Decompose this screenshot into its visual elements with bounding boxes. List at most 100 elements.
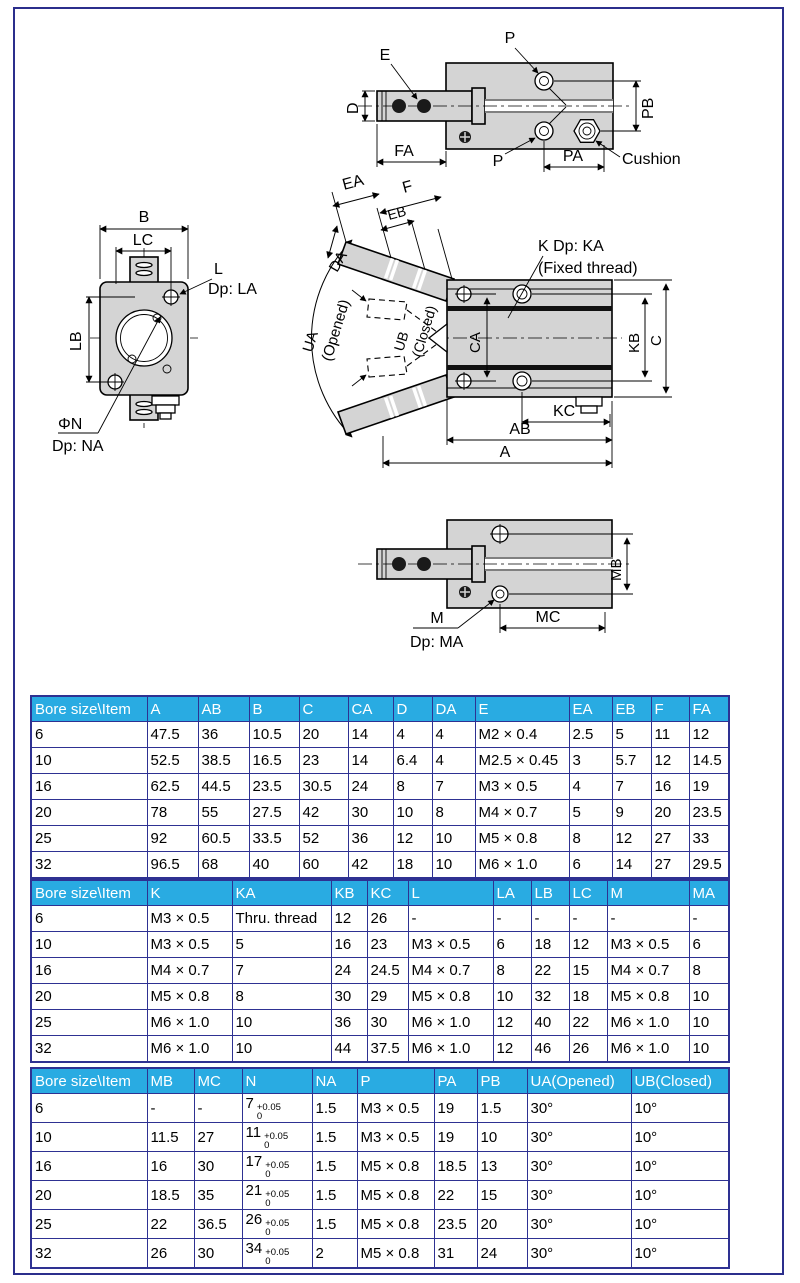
- dimension-cell: 22: [146, 1209, 195, 1239]
- dimension-cell: 42: [298, 799, 349, 826]
- column-header: Bore size\Item: [30, 1067, 148, 1094]
- page-border: [13, 7, 784, 1275]
- dimension-cell: 8: [492, 957, 532, 984]
- dimension-cell: 10°: [630, 1093, 730, 1123]
- column-header: NA: [311, 1067, 358, 1094]
- dimension-cell: M5 × 0.8: [146, 983, 233, 1010]
- dimension-cell: 30°: [526, 1151, 632, 1181]
- dimension-cell: -: [146, 1093, 195, 1123]
- dimension-cell: 30°: [526, 1209, 632, 1239]
- label-E: E: [380, 47, 391, 64]
- open-view: EA F EB DA UA (Opened) UB (Closed) CA K …: [300, 172, 672, 468]
- column-header: L: [407, 879, 494, 906]
- label-B: B: [139, 209, 150, 226]
- open-angle-arc: [311, 239, 353, 438]
- label-UB: UB: [391, 330, 412, 353]
- dimension-cell: 18: [568, 983, 608, 1010]
- label-LB: LB: [68, 331, 85, 351]
- closed-jaw-outline: [366, 355, 408, 378]
- dimension-cell: 10°: [630, 1238, 730, 1269]
- label-Dp-LA: Dp: LA: [208, 281, 257, 298]
- dimension-cell: 30: [193, 1151, 243, 1181]
- column-header: LB: [530, 879, 570, 906]
- dimension-cell: 4: [431, 721, 476, 748]
- dimension-cell: 29: [366, 983, 409, 1010]
- side-view-top: E P P D PB FA PA Cushion: [345, 30, 681, 172]
- dimension-cell: 30°: [526, 1093, 632, 1123]
- dimension-cell: 5.7: [611, 747, 652, 774]
- dimension-cell: 1.5: [311, 1180, 358, 1210]
- dimension-cell: 10°: [630, 1180, 730, 1210]
- dimension-cell: 12: [492, 1009, 532, 1036]
- dimension-cell: 11: [650, 721, 690, 748]
- dimension-cell: 36: [347, 825, 394, 852]
- label-KB: KB: [626, 333, 643, 353]
- label-C: C: [648, 335, 665, 346]
- label-A: A: [500, 444, 511, 461]
- dimension-cell: 23.5: [433, 1209, 478, 1239]
- row-header-bore-size: 32: [30, 1238, 148, 1269]
- port-top: [534, 71, 554, 91]
- dimension-cell: 18: [392, 851, 433, 879]
- column-header: EB: [611, 695, 652, 722]
- dimension-cell: 19: [688, 773, 730, 800]
- dimension-cell: 13: [476, 1151, 528, 1181]
- label-EB: EB: [386, 203, 408, 223]
- dimension-cell: 68: [197, 851, 250, 879]
- dimension-cell: M5 × 0.8: [356, 1209, 435, 1239]
- label-phiN: ΦN: [58, 416, 82, 433]
- dimension-cell: 4: [568, 773, 613, 800]
- row-header-bore-size: 16: [30, 1151, 148, 1181]
- column-header: Bore size\Item: [30, 879, 148, 906]
- label-MB: MB: [608, 559, 625, 582]
- dimension-cell: M3 × 0.5: [356, 1093, 435, 1123]
- dimension-cell: 37.5: [366, 1035, 409, 1063]
- dimension-cell: 16: [650, 773, 690, 800]
- dimension-cell: 7: [231, 957, 332, 984]
- dimension-cell: 26: [568, 1035, 608, 1063]
- label-fixed-thread: (Fixed thread): [538, 260, 638, 277]
- dimension-cell: -: [688, 905, 730, 932]
- dimension-cell: 16.5: [248, 747, 300, 774]
- dimension-cell: 30°: [526, 1180, 632, 1210]
- column-header: B: [248, 695, 300, 722]
- dimension-cell: 92: [146, 825, 199, 852]
- dimension-cell: 96.5: [146, 851, 199, 879]
- dimension-cell: 14: [347, 721, 394, 748]
- dimension-cell: 60.5: [197, 825, 250, 852]
- dimension-cell: 15: [568, 957, 608, 984]
- column-header: PB: [476, 1067, 528, 1094]
- dimension-cell: 24: [347, 773, 394, 800]
- dimension-cell: M5 × 0.8: [356, 1151, 435, 1181]
- dimension-cell: M4 × 0.7: [474, 799, 570, 826]
- rod-hole: [417, 99, 431, 113]
- dimension-cell: 20: [650, 799, 690, 826]
- dimension-cell: 23.5: [688, 799, 730, 826]
- label-AB: AB: [509, 421, 530, 438]
- dimension-cell: 8: [688, 957, 730, 984]
- dimension-cell: M5 × 0.8: [606, 983, 690, 1010]
- port-bottom: [534, 121, 554, 141]
- dimension-cell: 10: [431, 851, 476, 879]
- cushion-needle: [573, 119, 601, 143]
- label-P-top: P: [505, 30, 516, 47]
- column-header: UA(Opened): [526, 1067, 632, 1094]
- dimension-cell: 1.5: [311, 1209, 358, 1239]
- dimension-cell: M6 × 1.0: [606, 1009, 690, 1036]
- technical-drawings: E P P D PB FA PA Cushion: [52, 30, 681, 651]
- dimension-cell: 27: [650, 851, 690, 879]
- column-header: C: [298, 695, 349, 722]
- dimension-cell: 27.5: [248, 799, 300, 826]
- dimension-cell: -: [568, 905, 608, 932]
- label-cushion: Cushion: [622, 151, 681, 168]
